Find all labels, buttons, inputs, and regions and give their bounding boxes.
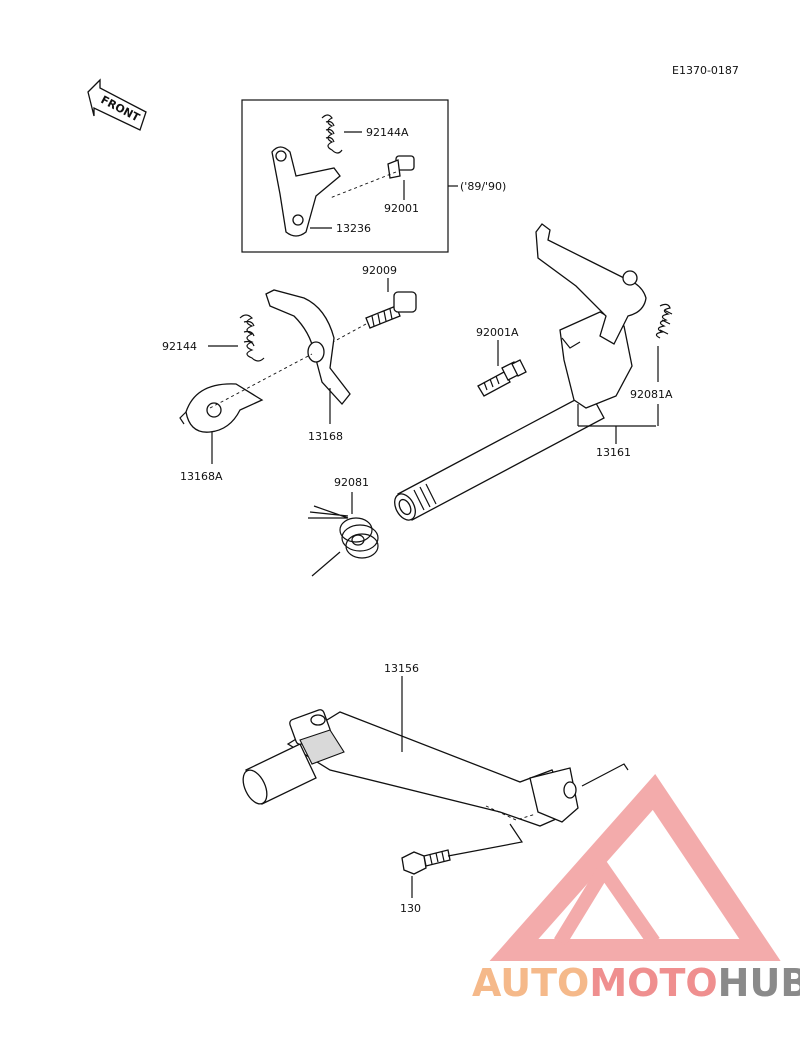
watermark-logo — [489, 774, 781, 961]
watermark-hub: HUB — [718, 961, 800, 1005]
front-arrow: FRONT — [87, 78, 147, 131]
label-92144A: 92144A — [366, 126, 409, 139]
spring-92144 — [239, 314, 265, 362]
label-13156: 13156 — [384, 662, 419, 675]
label-13168: 13168 — [308, 430, 343, 443]
pedal-13156 — [242, 709, 579, 827]
shaft-13161 — [394, 223, 647, 521]
diagram-code: E1370-0187 — [672, 64, 739, 77]
watermark-auto: AUTO — [472, 961, 589, 1005]
plate-13168 — [265, 289, 351, 406]
label-92081: 92081 — [334, 476, 369, 489]
bolt-130 — [401, 849, 451, 875]
label-13236: 13236 — [336, 222, 371, 235]
label-13161: 13161 — [596, 446, 631, 459]
spring-92081A — [655, 303, 673, 339]
label-92001: 92001 — [384, 202, 419, 215]
plate-13168A — [179, 383, 264, 433]
spring-92081 — [308, 505, 379, 577]
label-92081A: 92081A — [630, 388, 673, 401]
arm-13236 — [271, 146, 341, 237]
spring-92144A — [321, 114, 343, 154]
watermark-moto: MOTO — [589, 961, 717, 1005]
label-13168A: 13168A — [180, 470, 223, 483]
bolt-92009 — [365, 291, 417, 329]
label-92144: 92144 — [162, 340, 197, 353]
label-130: 130 — [400, 902, 421, 915]
label-92001A: 92001A — [476, 326, 519, 339]
watermark-text: AUTOMOTOHUB — [472, 961, 800, 1005]
bolt-92001 — [387, 155, 415, 179]
variant-box-label: ('89/'90) — [460, 180, 506, 193]
variant-box — [241, 99, 449, 253]
label-92009: 92009 — [362, 264, 397, 277]
pin-92001A — [477, 359, 527, 397]
